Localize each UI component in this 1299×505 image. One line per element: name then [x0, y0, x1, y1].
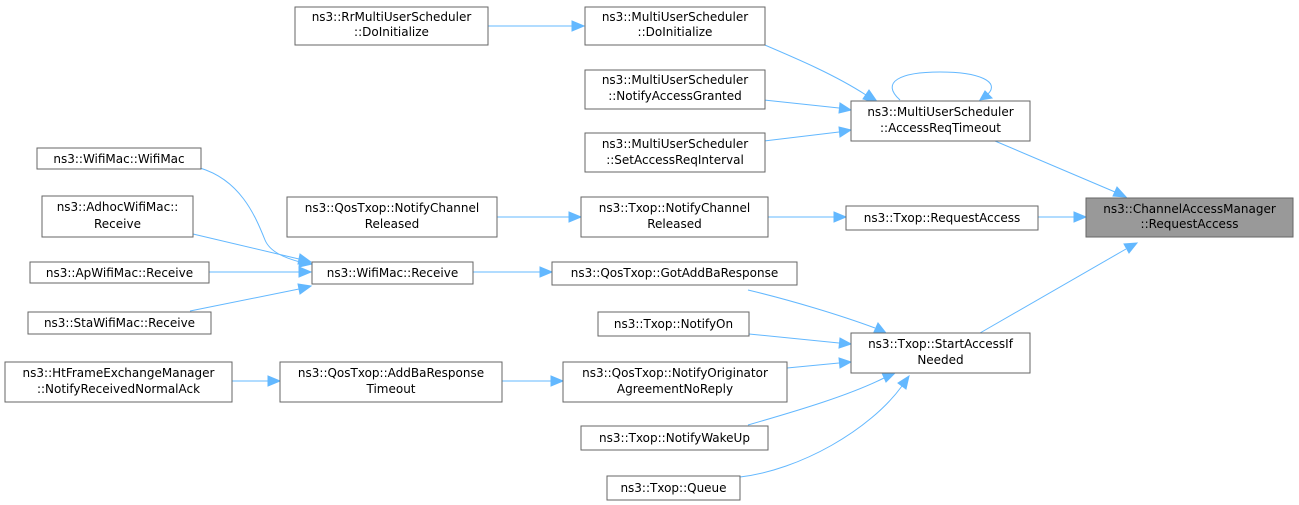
svg-text:ns3::Txop::StartAccessIf: ns3::Txop::StartAccessIf	[868, 337, 1014, 351]
edge-qos-notifyorig-to-txop-startaccess	[786, 357, 853, 369]
node-wifi-mac-receive[interactable]: ns3::WifiMac::Receive	[311, 261, 474, 285]
node-txop-request-access[interactable]: ns3::Txop::RequestAccess	[845, 205, 1039, 231]
node-multi-user-scheduler-do-initialize[interactable]: ns3::MultiUserScheduler ::DoInitialize	[584, 6, 766, 46]
edge-txop-queue-to-txop-startaccess	[739, 374, 910, 478]
node-txop-queue[interactable]: ns3::Txop::Queue	[606, 475, 741, 501]
svg-text:ns3::StaWifiMac::Receive: ns3::StaWifiMac::Receive	[44, 316, 195, 330]
svg-text:::AccessReqTimeout: ::AccessReqTimeout	[880, 121, 1001, 135]
svg-text:ns3::QosTxop::AddBaResponse: ns3::QosTxop::AddBaResponse	[298, 366, 484, 380]
svg-text:ns3::AdhocWifiMac::: ns3::AdhocWifiMac::	[57, 200, 179, 214]
node-qos-txop-add-ba-response-timeout[interactable]: ns3::QosTxop::AddBaResponse Timeout	[279, 361, 503, 403]
svg-text:ns3::ChannelAccessManager: ns3::ChannelAccessManager	[1103, 202, 1276, 216]
svg-text:ns3::MultiUserScheduler: ns3::MultiUserScheduler	[602, 137, 748, 151]
svg-text:ns3::ApWifiMac::Receive: ns3::ApWifiMac::Receive	[46, 266, 193, 280]
svg-text:ns3::Txop::RequestAccess: ns3::Txop::RequestAccess	[864, 211, 1021, 225]
svg-text:ns3::MultiUserScheduler: ns3::MultiUserScheduler	[867, 105, 1013, 119]
edge-adhoc-recv-to-wifimac-recv	[192, 233, 313, 265]
node-wifi-mac-wifi-mac[interactable]: ns3::WifiMac::WifiMac	[36, 147, 202, 170]
edge-ap-recv-to-wifimac-recv	[209, 266, 313, 278]
svg-text:Timeout: Timeout	[365, 382, 415, 396]
edge-mus-doinit-to-mus-timeout	[759, 42, 880, 104]
svg-text:::SetAccessReqInterval: ::SetAccessReqInterval	[606, 153, 744, 167]
node-qos-txop-got-add-ba-response[interactable]: ns3::QosTxop::GotAddBaResponse	[551, 261, 798, 286]
svg-text:ns3::WifiMac::WifiMac: ns3::WifiMac::WifiMac	[53, 152, 184, 166]
node-txop-notify-on[interactable]: ns3::Txop::NotifyOn	[597, 311, 750, 337]
node-txop-start-access-if-needed[interactable]: ns3::Txop::StartAccessIf Needed	[850, 332, 1031, 374]
svg-text:ns3::RrMultiUserScheduler: ns3::RrMultiUserScheduler	[312, 10, 472, 24]
svg-text:ns3::QosTxop::NotifyChannel: ns3::QosTxop::NotifyChannel	[305, 201, 479, 215]
edge-mus-timeout-self-loop	[891, 71, 994, 101]
svg-text:Released: Released	[647, 217, 702, 231]
node-channel-access-manager-request-access[interactable]: ns3::ChannelAccessManager ::RequestAcces…	[1085, 197, 1294, 238]
edges-layer	[189, 20, 1139, 478]
svg-text:::DoInitialize: ::DoInitialize	[638, 25, 713, 39]
node-txop-notify-channel-released[interactable]: ns3::Txop::NotifyChannel Released	[580, 196, 769, 238]
node-ap-wifi-mac-receive[interactable]: ns3::ApWifiMac::Receive	[29, 261, 210, 284]
node-qos-txop-notify-channel-released[interactable]: ns3::QosTxop::NotifyChannel Released	[286, 196, 498, 238]
edge-qos-notifyrel-to-txop-notifyrel	[497, 211, 583, 223]
edge-wifimac-recv-to-qos-gotaddba	[473, 266, 554, 278]
node-ht-frame-exchange-manager-notify-received-normal-ack[interactable]: ns3::HtFrameExchangeManager ::NotifyRece…	[4, 361, 233, 403]
svg-text:ns3::MultiUserScheduler: ns3::MultiUserScheduler	[602, 10, 748, 24]
svg-text:ns3::QosTxop::GotAddBaResponse: ns3::QosTxop::GotAddBaResponse	[571, 266, 779, 280]
svg-text:ns3::Txop::Queue: ns3::Txop::Queue	[620, 481, 726, 495]
edge-mus-timeout-to-root	[994, 140, 1128, 198]
svg-text:ns3::HtFrameExchangeManager: ns3::HtFrameExchangeManager	[23, 366, 215, 380]
svg-text:Receive: Receive	[94, 217, 141, 231]
svg-text:AgreementNoReply: AgreementNoReply	[617, 382, 733, 396]
svg-text:ns3::MultiUserScheduler: ns3::MultiUserScheduler	[602, 73, 748, 87]
svg-text:ns3::Txop::NotifyWakeUp: ns3::Txop::NotifyWakeUp	[599, 431, 750, 445]
node-multi-user-scheduler-set-access-req-interval[interactable]: ns3::MultiUserScheduler ::SetAccessReqIn…	[584, 132, 766, 173]
edge-txop-reqaccess-to-root	[1038, 211, 1088, 223]
edge-txop-startaccess-to-root	[979, 242, 1139, 334]
edge-htfem-recvack-to-qos-addbatimeout	[232, 375, 282, 387]
svg-text:::NotifyReceivedNormalAck: ::NotifyReceivedNormalAck	[37, 382, 200, 396]
nodes-layer: ns3::ChannelAccessManager ::RequestAcces…	[4, 6, 1294, 501]
svg-text:::RequestAccess: ::RequestAccess	[1141, 217, 1239, 231]
svg-text:ns3::Txop::NotifyChannel: ns3::Txop::NotifyChannel	[599, 201, 750, 215]
svg-text:::DoInitialize: ::DoInitialize	[354, 25, 429, 39]
svg-text:Released: Released	[365, 217, 420, 231]
edge-rr-doinit-to-mus-doinit	[488, 20, 586, 32]
svg-text:Needed: Needed	[917, 353, 963, 367]
edge-mus-notify-to-mus-timeout	[763, 99, 853, 114]
svg-text:ns3::WifiMac::Receive: ns3::WifiMac::Receive	[327, 266, 458, 280]
edge-txop-notifyon-to-txop-startaccess	[748, 333, 853, 349]
node-adhoc-wifi-mac-receive[interactable]: ns3::AdhocWifiMac:: Receive	[41, 195, 194, 238]
edge-sta-recv-to-wifimac-recv	[189, 283, 313, 312]
svg-text:::NotifyAccessGranted: ::NotifyAccessGranted	[608, 89, 742, 103]
node-rr-multi-user-scheduler-do-initialize[interactable]: ns3::RrMultiUserScheduler ::DoInitialize	[294, 6, 489, 46]
node-txop-notify-wake-up[interactable]: ns3::Txop::NotifyWakeUp	[580, 425, 769, 451]
svg-text:ns3::QosTxop::NotifyOriginator: ns3::QosTxop::NotifyOriginator	[582, 366, 768, 380]
node-qos-txop-notify-originator-agreement-no-reply[interactable]: ns3::QosTxop::NotifyOriginator Agreement…	[562, 361, 788, 403]
edge-qos-gotaddba-to-txop-startaccess	[747, 289, 888, 334]
edge-txop-wakeup-to-txop-startaccess	[747, 372, 897, 426]
node-multi-user-scheduler-notify-access-granted[interactable]: ns3::MultiUserScheduler ::NotifyAccessGr…	[584, 69, 766, 110]
edge-qos-addbatimeout-to-qos-notifyorig	[502, 375, 565, 387]
edge-mus-setint-to-mus-timeout	[763, 126, 853, 142]
node-multi-user-scheduler-access-req-timeout[interactable]: ns3::MultiUserScheduler ::AccessReqTimeo…	[850, 100, 1031, 142]
node-sta-wifi-mac-receive[interactable]: ns3::StaWifiMac::Receive	[27, 311, 212, 335]
svg-text:ns3::Txop::NotifyOn: ns3::Txop::NotifyOn	[614, 317, 733, 331]
edge-txop-notifyrel-to-txop-reqaccess	[768, 211, 848, 223]
